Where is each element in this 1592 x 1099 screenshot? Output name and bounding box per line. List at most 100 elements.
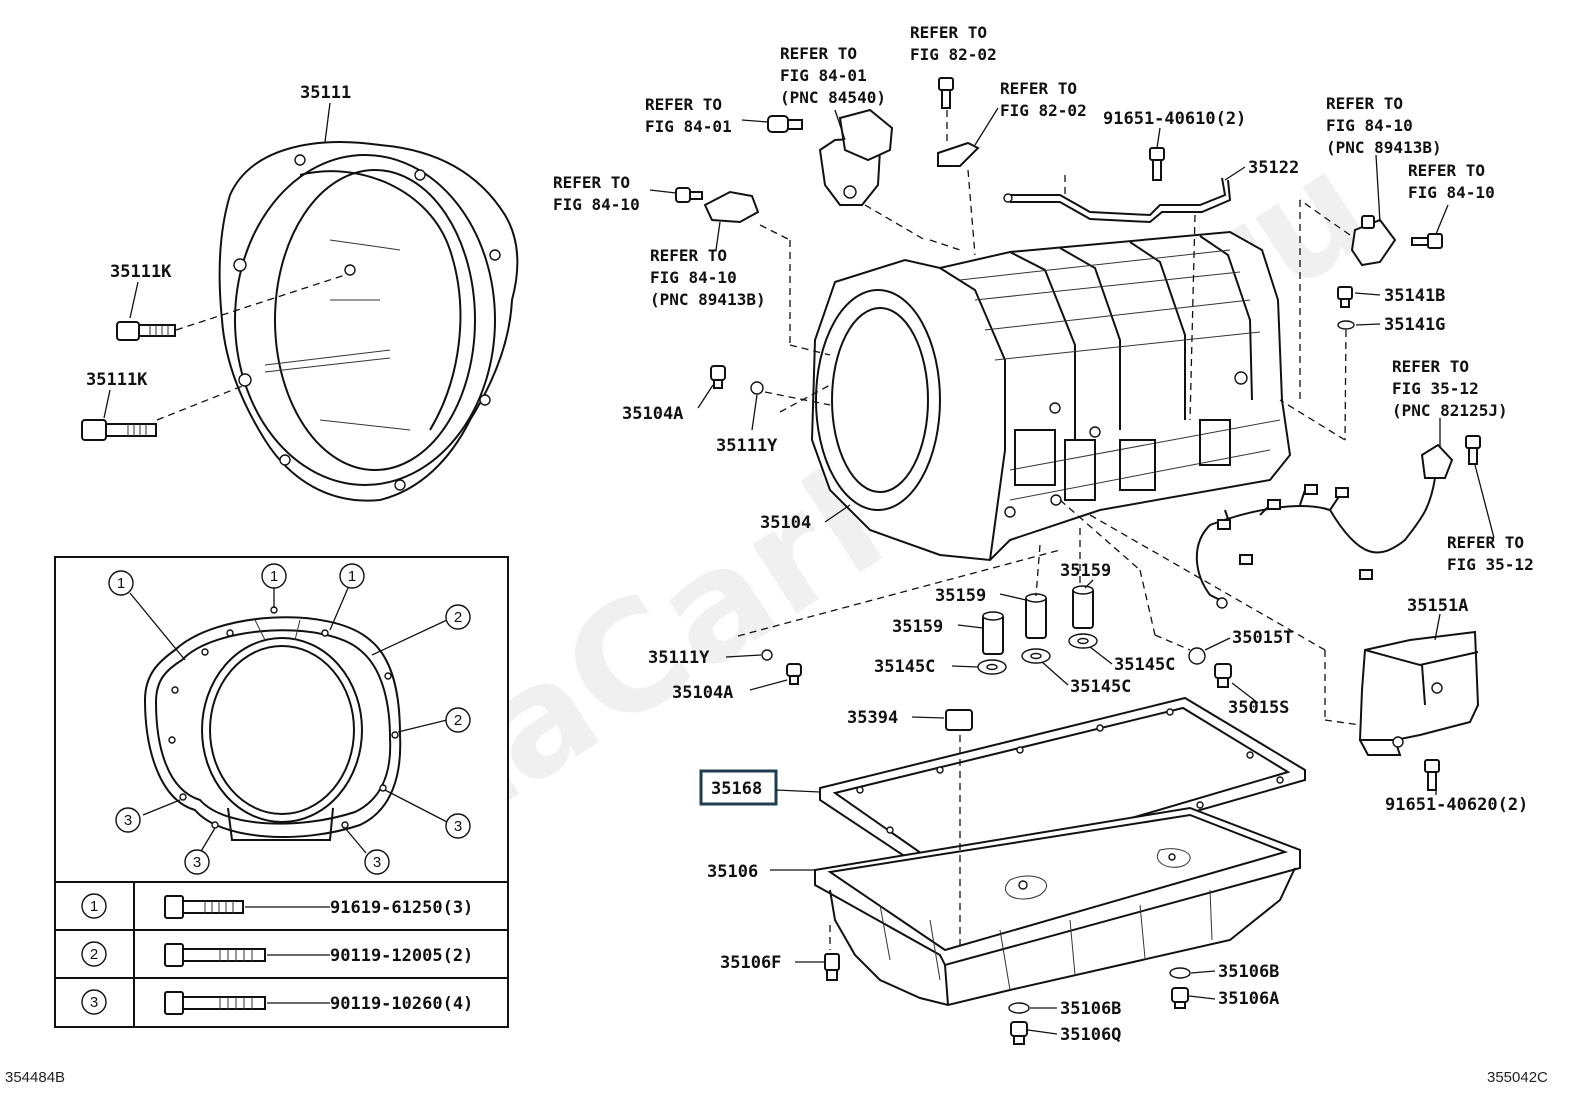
label-35106: 35106 — [707, 862, 758, 882]
label-35106a: 35106A — [1218, 989, 1279, 1009]
svg-text:REFER TO: REFER TO — [553, 173, 630, 192]
callout-3a: 3 — [115, 807, 141, 833]
svg-text:3: 3 — [193, 854, 201, 871]
label-35106b-right: 35106B — [1218, 962, 1279, 982]
label-35122: 35122 — [1248, 158, 1299, 178]
text-refer-r6: REFER TO FIG 84-10 (PNC 89413B) — [650, 246, 766, 309]
svg-text:1: 1 — [270, 568, 278, 585]
svg-text:1: 1 — [90, 898, 98, 915]
svg-text:(PNC 82125J): (PNC 82125J) — [1392, 401, 1508, 420]
bolt-35106f — [824, 953, 840, 981]
svg-text:REFER TO: REFER TO — [1392, 357, 1469, 376]
label-35015t: 35015T — [1232, 628, 1293, 648]
callout-1a: 1 — [108, 570, 134, 596]
washer-35106b-right — [1169, 967, 1191, 979]
figure-id-left: 354484B — [5, 1069, 65, 1086]
svg-text:FIG 84-10: FIG 84-10 — [1326, 116, 1413, 135]
label-91651-40610: 91651-40610(2) — [1103, 109, 1246, 129]
speed-sensor-harness — [1195, 443, 1454, 609]
svg-text:3: 3 — [90, 994, 98, 1011]
label-35141b: 35141B — [1384, 286, 1445, 306]
tube-35122 — [1003, 177, 1232, 224]
svg-text:REFER TO: REFER TO — [1000, 79, 1077, 98]
bolt-table-row-3: 3 90119-10260(4) — [81, 989, 473, 1015]
text-refer-r8: REFER TO FIG 84-10 — [1408, 161, 1495, 202]
plug-35015s — [1214, 663, 1232, 688]
bolt-91651-40620 — [1424, 759, 1440, 791]
bolt-35141b — [1337, 286, 1353, 308]
svg-text:FIG 84-10: FIG 84-10 — [553, 195, 640, 214]
label-91651-40620: 91651-40620(2) — [1385, 795, 1528, 815]
oring-35111y-lower — [761, 649, 773, 661]
svg-text:REFER TO: REFER TO — [910, 23, 987, 42]
sleeve-35159-a — [1025, 593, 1047, 639]
sleeve-35159-b — [982, 611, 1004, 655]
bolt-table-row-1: 1 91619-61250(3) — [81, 893, 473, 919]
svg-text:FIG 84-01: FIG 84-01 — [780, 66, 867, 85]
callout-2b: 2 — [445, 707, 471, 733]
svg-text:3: 3 — [454, 818, 462, 835]
svg-text:REFER TO: REFER TO — [780, 44, 857, 63]
label-35015s: 35015S — [1228, 698, 1289, 718]
inset-housing-drawing — [143, 606, 402, 841]
svg-text:FIG 82-02: FIG 82-02 — [1000, 101, 1087, 120]
bracket-fig8202 — [937, 141, 980, 167]
plug-35104a-lower — [786, 663, 802, 685]
bolt-91651-40610 — [1149, 147, 1165, 181]
inset-box — [54, 556, 509, 1028]
label-35151a: 35151A — [1407, 596, 1468, 616]
label-35104a-lower: 35104A — [672, 683, 733, 703]
label-35111y-lower: 35111Y — [648, 648, 710, 668]
svg-text:FIG 35-12: FIG 35-12 — [1447, 555, 1534, 574]
svg-text:91619-61250(3): 91619-61250(3) — [330, 898, 473, 918]
svg-text:2: 2 — [454, 712, 462, 729]
transmission-case-drawing — [810, 230, 1292, 562]
svg-text:REFER TO: REFER TO — [1447, 533, 1524, 552]
label-35104: 35104 — [760, 513, 811, 533]
text-refer-r1: REFER TO FIG 84-01 (PNC 84540) — [780, 44, 886, 107]
svg-text:FIG 84-01: FIG 84-01 — [645, 117, 732, 136]
plug-35106q — [1010, 1021, 1028, 1045]
label-35159-b: 35159 — [892, 617, 943, 637]
label-35111k-lower: 35111K — [86, 370, 148, 390]
label-35106f: 35106F — [720, 953, 781, 973]
sensor-fig8401-left — [767, 115, 803, 133]
bell-housing-drawing — [218, 141, 519, 502]
svg-text:REFER TO: REFER TO — [1326, 94, 1403, 113]
svg-text:(PNC 89413B): (PNC 89413B) — [650, 290, 766, 309]
svg-text:3: 3 — [373, 854, 381, 871]
svg-text:2: 2 — [454, 609, 462, 626]
label-35111k-upper: 35111K — [110, 262, 172, 282]
callout-1c: 1 — [339, 563, 365, 589]
plug-35106a — [1171, 987, 1189, 1009]
callout-3c: 3 — [445, 813, 471, 839]
label-35111: 35111 — [300, 83, 351, 103]
washer-35145c-a — [977, 659, 1007, 675]
label-35159-a: 35159 — [935, 586, 986, 606]
svg-text:FIG 84-10: FIG 84-10 — [1408, 183, 1495, 202]
svg-text:1: 1 — [117, 575, 125, 592]
bolt-fig8410-right — [1411, 233, 1443, 249]
label-35145c-c: 35145C — [1114, 655, 1175, 675]
callout-3d: 3 — [364, 849, 390, 875]
sensor-fig8410-left — [675, 187, 760, 224]
oil-pan-35106 — [814, 806, 1301, 1007]
washer-35145c-b — [1021, 648, 1051, 664]
label-35106q: 35106Q — [1060, 1025, 1121, 1045]
label-35168: 35168 — [711, 779, 762, 799]
callout-2a: 2 — [445, 604, 471, 630]
label-35159-c: 35159 — [1060, 561, 1111, 581]
highlight-box-35168 — [699, 769, 778, 806]
svg-text:FIG 84-10: FIG 84-10 — [650, 268, 737, 287]
bolt-35111k-lower — [81, 419, 157, 441]
svg-text:90119-12005(2): 90119-12005(2) — [330, 946, 473, 966]
svg-text:2: 2 — [90, 946, 98, 963]
svg-text:REFER TO: REFER TO — [650, 246, 727, 265]
svg-text:REFER TO: REFER TO — [1408, 161, 1485, 180]
label-35394: 35394 — [847, 708, 898, 728]
text-refer-r2: REFER TO FIG 82-02 — [910, 23, 997, 64]
svg-text:(PNC 89413B): (PNC 89413B) — [1326, 138, 1442, 157]
text-refer-r7: REFER TO FIG 84-10 (PNC 89413B) — [1326, 94, 1442, 157]
gasket-35141g — [1337, 320, 1355, 330]
